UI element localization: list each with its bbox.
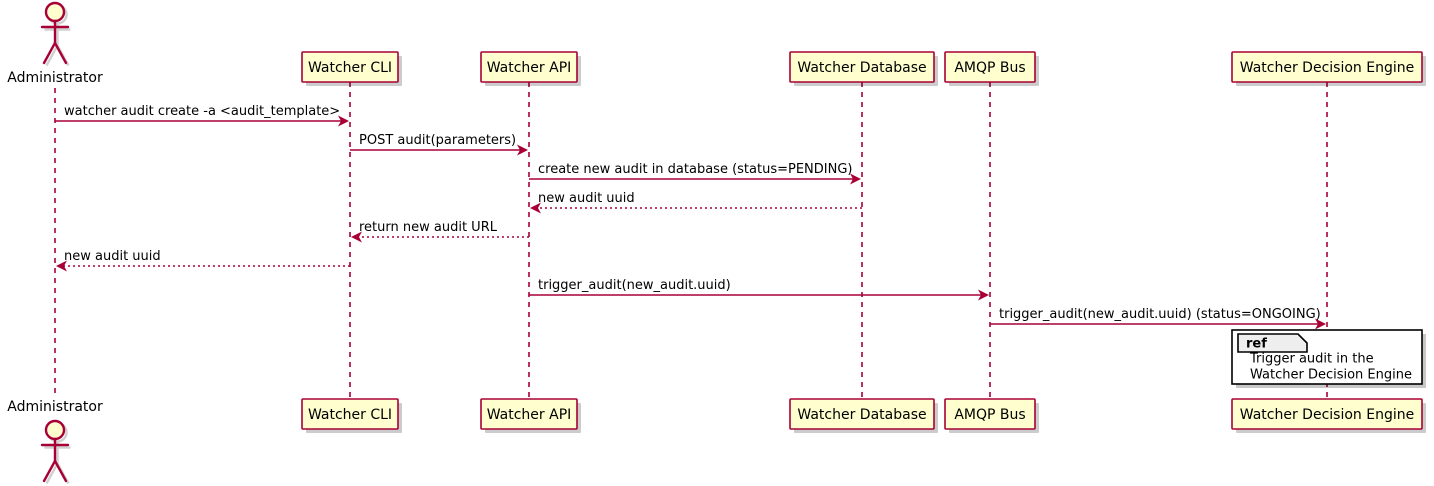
participant-label-watcher_db: Watcher Database bbox=[797, 60, 926, 76]
participant-label-decision_engine: Watcher Decision Engine bbox=[1240, 60, 1414, 76]
message-4-watcher_db-to-watcher_api[interactable]: new audit uuid bbox=[530, 191, 862, 214]
actor-label-administrator: Administrator bbox=[7, 70, 103, 86]
message-label-8: trigger_audit(new_audit.uuid) (status=ON… bbox=[999, 307, 1321, 322]
participant-box-decision_engine-bottom[interactable]: Watcher Decision Engine bbox=[1231, 398, 1426, 433]
arrowhead-icon bbox=[56, 260, 67, 272]
ref-tab-label: ref bbox=[1246, 337, 1267, 352]
message-label-4: new audit uuid bbox=[538, 191, 635, 206]
ref-tab-shape bbox=[1237, 333, 1308, 353]
actor-label-administrator: Administrator bbox=[7, 399, 103, 415]
participant-box-watcher_db-bottom[interactable]: Watcher Database bbox=[789, 398, 938, 433]
participant-label-watcher_cli: Watcher CLI bbox=[308, 60, 392, 76]
actor-head-icon bbox=[44, 1, 66, 23]
arrowhead-icon bbox=[338, 115, 349, 127]
participant-box-watcher_cli-top[interactable]: Watcher CLI bbox=[301, 51, 402, 86]
arrowhead-icon bbox=[978, 289, 989, 301]
participant-label-decision_engine: Watcher Decision Engine bbox=[1240, 407, 1414, 423]
message-5-watcher_api-to-watcher_cli[interactable]: return new audit URL bbox=[351, 220, 529, 243]
arrowhead-icon bbox=[351, 231, 362, 243]
message-2-watcher_cli-to-watcher_api[interactable]: POST audit(parameters) bbox=[350, 133, 528, 156]
message-label-1: watcher audit create -a <audit_template> bbox=[64, 104, 340, 119]
message-1-administrator-to-watcher_cli[interactable]: watcher audit create -a <audit_template> bbox=[55, 104, 349, 127]
participant-box-amqp_bus-top[interactable]: AMQP Bus bbox=[944, 51, 1039, 86]
participant-box-amqp_bus-bottom[interactable]: AMQP Bus bbox=[944, 398, 1039, 433]
arrowhead-icon bbox=[1315, 318, 1326, 330]
arrowhead-icon bbox=[517, 144, 528, 156]
participant-label-watcher_api: Watcher API bbox=[487, 407, 572, 423]
message-8-amqp_bus-to-decision_engine[interactable]: trigger_audit(new_audit.uuid) (status=ON… bbox=[990, 307, 1326, 330]
message-6-watcher_cli-to-administrator[interactable]: new audit uuid bbox=[56, 249, 350, 272]
message-label-5: return new audit URL bbox=[359, 220, 498, 235]
participant-box-watcher_api-top[interactable]: Watcher API bbox=[480, 51, 581, 86]
message-3-watcher_api-to-watcher_db[interactable]: create new audit in database (status=PEN… bbox=[529, 162, 861, 185]
participant-box-decision_engine-top[interactable]: Watcher Decision Engine bbox=[1231, 51, 1426, 86]
participant-label-amqp_bus: AMQP Bus bbox=[954, 407, 1025, 423]
message-label-6: new audit uuid bbox=[64, 249, 161, 264]
participant-label-watcher_cli: Watcher CLI bbox=[308, 407, 392, 423]
participant-box-watcher_db-top[interactable]: Watcher Database bbox=[789, 51, 938, 86]
ref-body-line-2: Watcher Decision Engine bbox=[1250, 368, 1412, 383]
participant-label-amqp_bus: AMQP Bus bbox=[954, 60, 1025, 76]
message-label-3: create new audit in database (status=PEN… bbox=[538, 162, 853, 177]
participant-label-watcher_api: Watcher API bbox=[487, 60, 572, 76]
arrowhead-icon bbox=[530, 202, 541, 214]
message-label-2: POST audit(parameters) bbox=[359, 133, 516, 148]
ref-body-line-1: Trigger audit in the bbox=[1249, 352, 1374, 367]
participant-label-watcher_db: Watcher Database bbox=[797, 407, 926, 423]
message-label-7: trigger_audit(new_audit.uuid) bbox=[538, 278, 731, 293]
participant-box-watcher_api-bottom[interactable]: Watcher API bbox=[480, 398, 581, 433]
participant-box-watcher_cli-bottom[interactable]: Watcher CLI bbox=[301, 398, 402, 433]
actor-administrator-top[interactable]: Administrator bbox=[7, 1, 103, 86]
actor-head-icon bbox=[44, 419, 66, 441]
actor-administrator-bottom[interactable]: Administrator bbox=[7, 399, 103, 485]
message-7-watcher_api-to-amqp_bus[interactable]: trigger_audit(new_audit.uuid) bbox=[529, 278, 989, 301]
arrowhead-icon bbox=[850, 173, 861, 185]
messages-layer: watcher audit create -a <audit_template>… bbox=[55, 104, 1326, 330]
